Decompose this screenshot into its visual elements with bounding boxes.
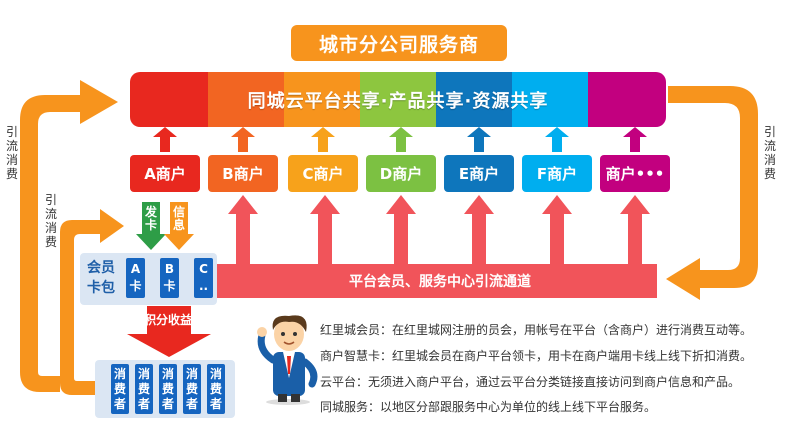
description-member: 红里城会员：在红里城网注册的员会，用帐号在平台（含商户）进行消费互动等。 xyxy=(320,323,753,337)
points-arrow xyxy=(127,306,211,357)
banner-text: 同城云平台共享·产品共享·资源共享 xyxy=(247,90,549,112)
consumer-card: 消费者 xyxy=(135,364,153,414)
left-inner-flow-arrow xyxy=(60,209,124,395)
banner-segment xyxy=(284,72,360,127)
right-flow-arrow xyxy=(666,86,758,300)
merchant-up-arrows xyxy=(153,127,647,152)
top-title: 城市分公司服务商 xyxy=(291,25,507,61)
platform-banner xyxy=(130,72,666,127)
consumer-card: 消费者 xyxy=(111,364,129,414)
issue-card-arrow xyxy=(136,202,166,250)
issue-card-label: 发卡 xyxy=(144,205,157,232)
banner-segment xyxy=(130,72,208,127)
consumer-card: 消费者 xyxy=(183,364,201,414)
cartoon-man-illustration xyxy=(257,315,318,405)
info-arrow xyxy=(164,202,194,250)
description-cloud-platform: 云平台：无须进入商户平台，通过云平台分类链接直接访问到商户信息和产品。 xyxy=(320,375,741,389)
merchant-a: A商户 xyxy=(130,155,200,192)
left-inner-flow-label: 引流消费 xyxy=(44,193,57,249)
merchant-b: B商户 xyxy=(208,155,278,192)
banner-segment xyxy=(436,72,512,127)
banner-segment xyxy=(512,72,588,127)
merchant-more: 商户••• xyxy=(600,155,670,192)
member-card-c: C.. xyxy=(194,258,213,298)
consumer-card: 消费者 xyxy=(207,364,225,414)
consumer-card: 消费者 xyxy=(159,364,177,414)
channel-label: 平台会员、服务中心引流通道 xyxy=(349,274,531,290)
description-city-service: 同城服务：以地区分部跟服务中心为单位的线上线下平台服务。 xyxy=(320,400,657,414)
merchant-c: C商户 xyxy=(288,155,358,192)
points-label: 积分收益 xyxy=(143,313,192,327)
info-label: 信息 xyxy=(172,205,185,232)
merchant-e: E商户 xyxy=(444,155,514,192)
member-card-label: 会员卡包 xyxy=(87,260,115,296)
red-channel xyxy=(215,195,657,298)
banner-segment xyxy=(588,72,666,127)
merchant-f: F商户 xyxy=(522,155,592,192)
left-outer-flow-arrow xyxy=(20,80,118,392)
banner-segment xyxy=(360,72,436,127)
left-outer-flow-label: 引流消费 xyxy=(5,125,18,181)
banner-segment xyxy=(208,72,284,127)
right-flow-label: 引流消费 xyxy=(763,125,776,181)
merchant-d: D商户 xyxy=(366,155,436,192)
description-smart-card: 商户智慧卡：红里城会员在商户平台领卡，用卡在商户端用卡线上线下折扣消费。 xyxy=(320,349,753,363)
